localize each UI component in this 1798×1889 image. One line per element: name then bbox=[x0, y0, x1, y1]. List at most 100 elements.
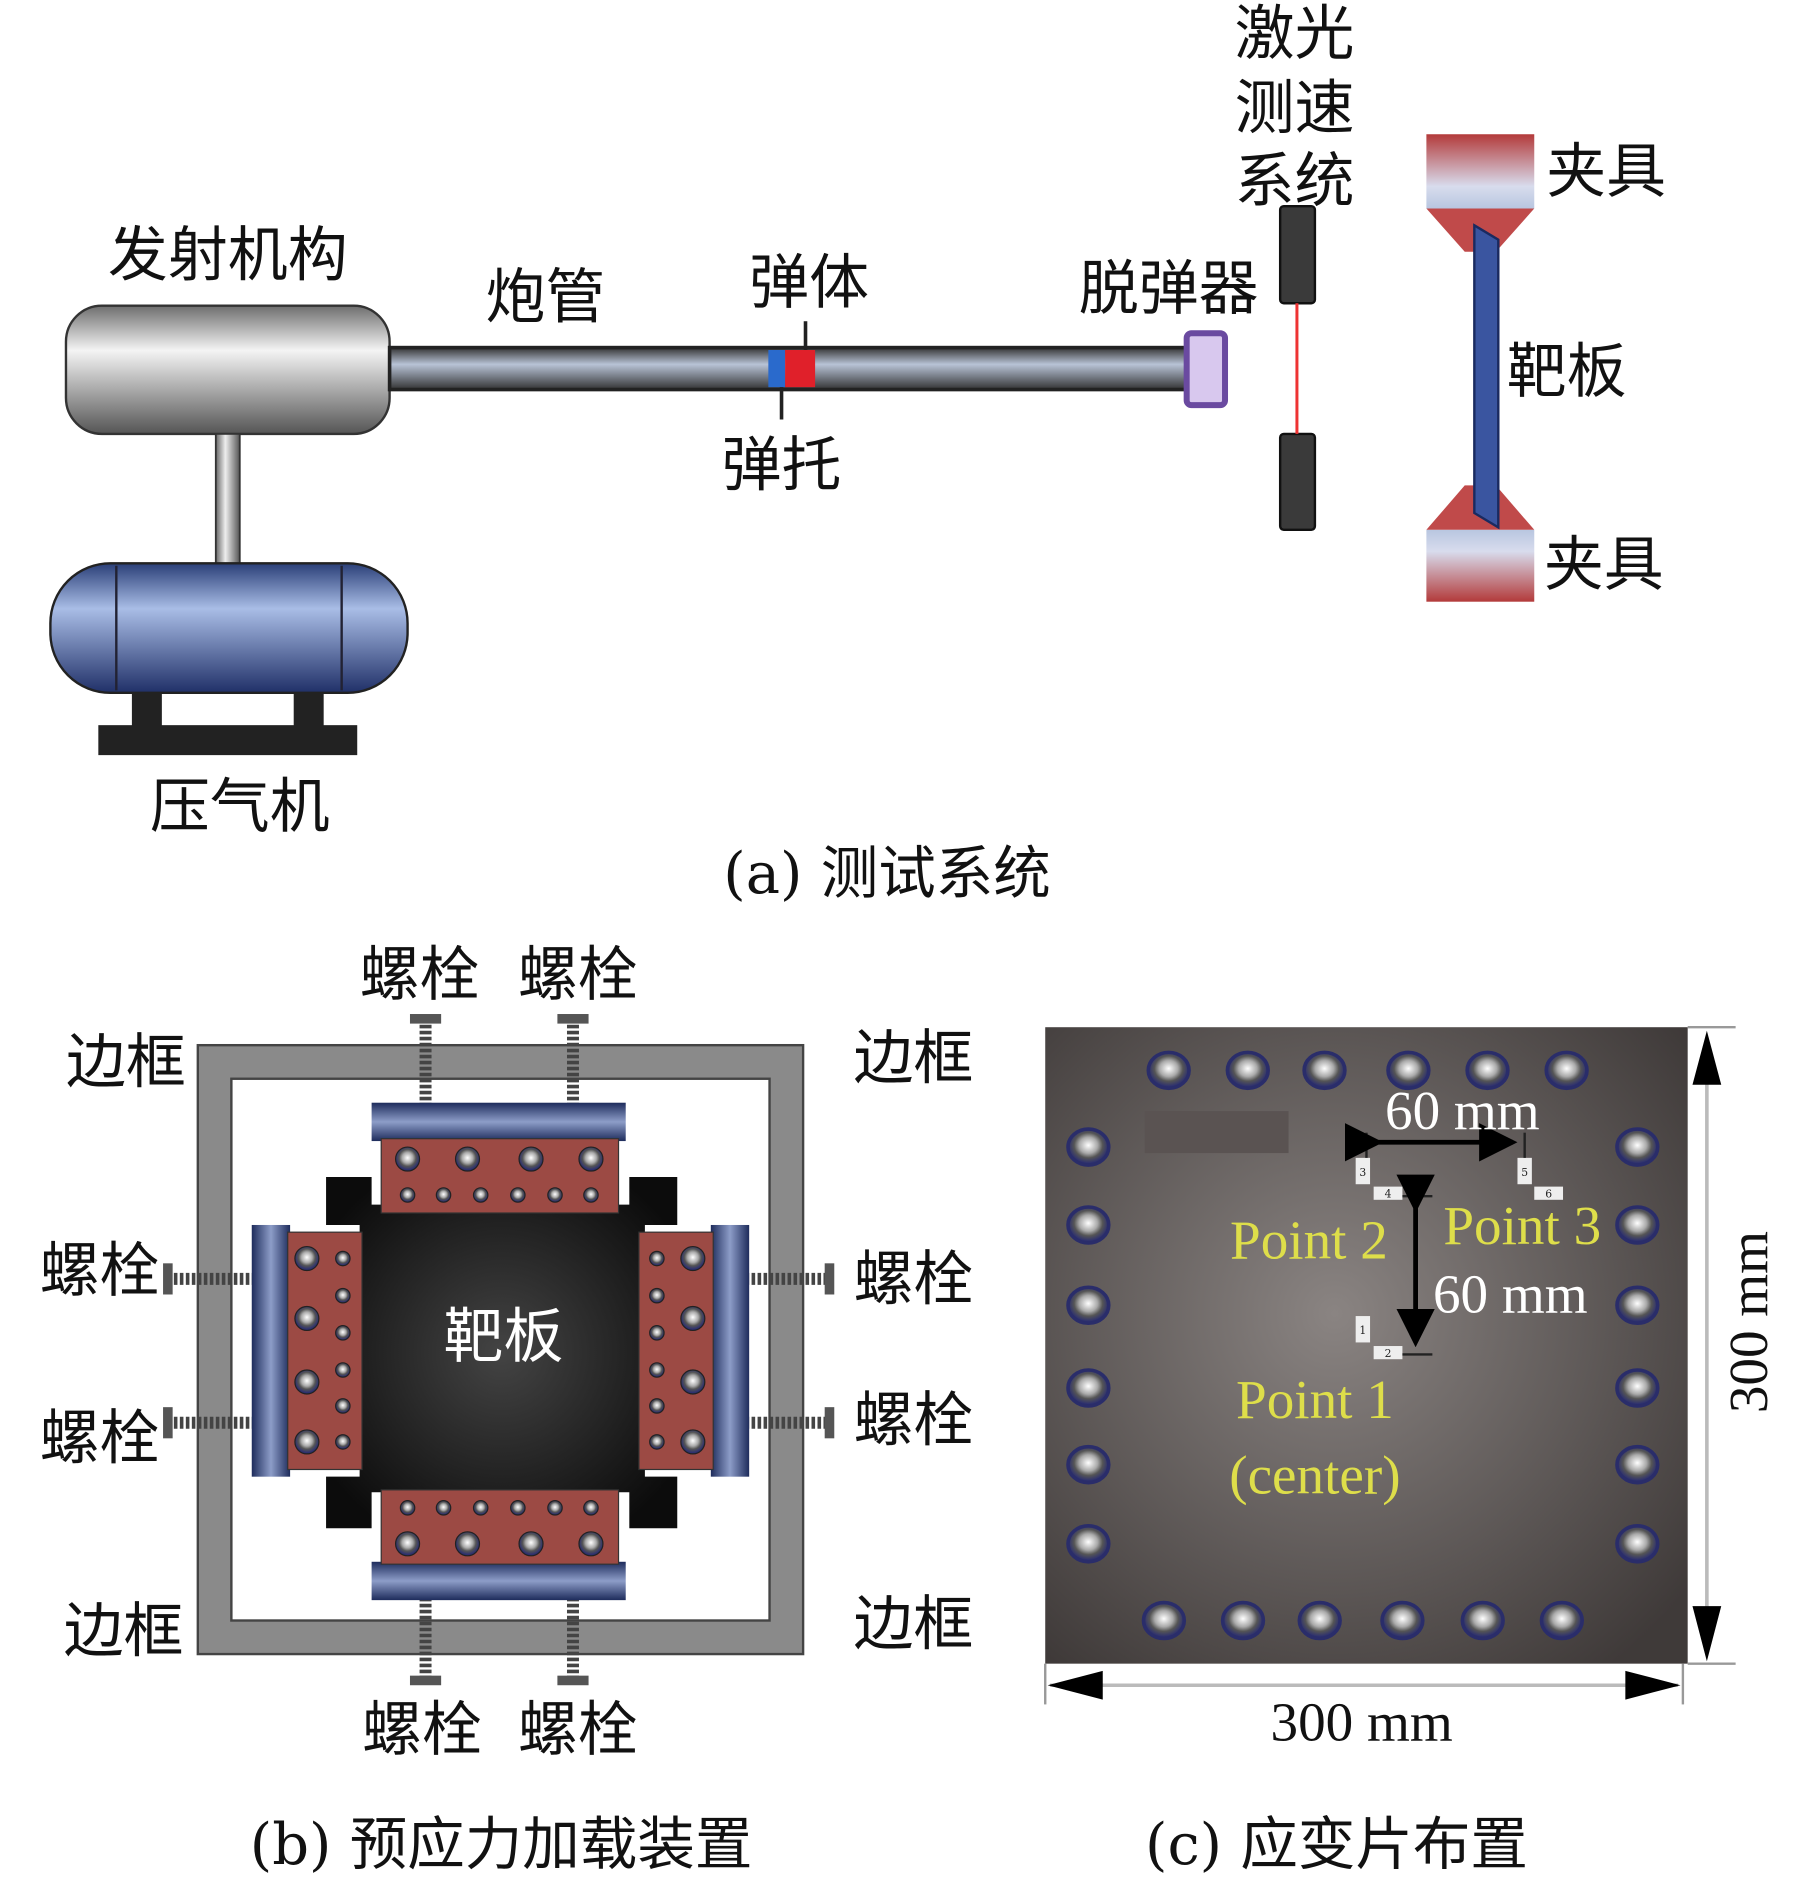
compressor-label: 压气机 bbox=[150, 772, 330, 842]
bolt-icon bbox=[649, 1287, 665, 1304]
caption-c: (c) 应变片布置 bbox=[1145, 1811, 1528, 1878]
bolt-icon bbox=[649, 1398, 665, 1414]
caption-a: (a) 测试系统 bbox=[723, 840, 1051, 907]
gauge-1-id: 1 bbox=[1359, 1324, 1366, 1337]
bolt-icon bbox=[583, 1187, 599, 1203]
bolt-icon bbox=[335, 1398, 351, 1414]
pad-bolts bbox=[294, 1146, 706, 1557]
bolt-icon bbox=[294, 1245, 320, 1272]
bolt-icon bbox=[518, 1146, 544, 1172]
gauge-1 bbox=[1355, 1316, 1371, 1343]
plate-bolt-icon bbox=[1615, 1285, 1660, 1326]
outer-frame bbox=[197, 1045, 804, 1655]
bolt-icon bbox=[547, 1500, 563, 1516]
compressor-foot-right bbox=[293, 692, 324, 727]
bolt-icon bbox=[649, 1325, 665, 1341]
point-2-label: Point 2 bbox=[1230, 1210, 1388, 1271]
bolt-icon bbox=[294, 1305, 320, 1332]
clamp-block-right bbox=[710, 1224, 750, 1477]
gauge-4-id: 4 bbox=[1385, 1187, 1392, 1200]
projectile-label: 弹体 bbox=[749, 248, 869, 318]
bolt-icon bbox=[335, 1325, 351, 1341]
bolt-label-bottom-1: 螺栓 bbox=[362, 1695, 482, 1765]
plate-bolt-icon bbox=[1066, 1368, 1111, 1408]
target-plate bbox=[1473, 223, 1500, 530]
gauge-3-id: 3 bbox=[1359, 1166, 1366, 1179]
plate-bolt-icon bbox=[1066, 1205, 1111, 1245]
clamp-block-left bbox=[251, 1224, 291, 1477]
bolt-rods bbox=[163, 1014, 835, 1686]
gauge-5 bbox=[1517, 1157, 1532, 1185]
bolt-label-top-1: 螺栓 bbox=[360, 940, 480, 1010]
strain-gauges: 3 4 5 6 1 2 bbox=[1355, 1157, 1564, 1360]
point-1-label: Point 1 bbox=[1236, 1369, 1394, 1430]
plate-bolt-icon bbox=[1225, 1050, 1270, 1091]
bolt-label-left-2: 螺栓 bbox=[40, 1404, 160, 1474]
plate-bolt-icon bbox=[1465, 1050, 1510, 1091]
sabot bbox=[768, 349, 786, 388]
gauge-3 bbox=[1355, 1157, 1371, 1185]
clamp-bottom-label: 夹具 bbox=[1544, 530, 1664, 600]
bolt-icon bbox=[680, 1305, 706, 1332]
bolt-icon bbox=[510, 1187, 526, 1203]
launcher bbox=[64, 304, 391, 436]
plate-bolt-icon bbox=[1615, 1127, 1660, 1167]
bolt-head bbox=[163, 1407, 173, 1439]
bolt-icon bbox=[510, 1500, 526, 1516]
arrowhead-up bbox=[1692, 1030, 1722, 1085]
bolt-icon bbox=[578, 1531, 604, 1557]
point-1-center-label: (center) bbox=[1229, 1444, 1400, 1505]
frame-label-bottom-left: 边框 bbox=[64, 1597, 184, 1667]
gauge-4 bbox=[1373, 1186, 1403, 1200]
bolt-icon bbox=[294, 1429, 320, 1455]
panel-c-strain-gauge-layout: 3 4 5 6 1 2 60 mm 60 mm Point 2 Point 3 … bbox=[1044, 1026, 1779, 1878]
arrowhead-left bbox=[1047, 1670, 1103, 1700]
dim-horizontal-60-label: 60 mm bbox=[1385, 1080, 1540, 1141]
laser-receiver bbox=[1278, 432, 1317, 531]
bolt-label-right-2: 螺栓 bbox=[853, 1386, 973, 1456]
panel-b-prestress-device: 靶板 边框 边框 边框 边框 螺栓 螺栓 螺栓 螺栓 螺栓 螺栓 螺栓 螺栓 (… bbox=[40, 940, 974, 1878]
plate-bolt-icon bbox=[1066, 1285, 1111, 1326]
frame-label-bottom-right: 边框 bbox=[853, 1589, 973, 1659]
bolt-label-right-1: 螺栓 bbox=[853, 1244, 973, 1314]
plate-bolt-icon bbox=[1302, 1050, 1347, 1091]
bolt-label-bottom-2: 螺栓 bbox=[518, 1695, 638, 1765]
gauge-5-id: 5 bbox=[1521, 1166, 1528, 1179]
air-pipe bbox=[214, 432, 241, 565]
bolt-icon bbox=[399, 1500, 416, 1516]
clamp-block-bottom bbox=[371, 1561, 626, 1601]
bolt-icon bbox=[578, 1146, 604, 1172]
compressor-tank bbox=[49, 562, 409, 694]
dim-vertical-60-label: 60 mm bbox=[1433, 1263, 1588, 1324]
sabot-label: 弹托 bbox=[722, 430, 842, 500]
clamp-top-label: 夹具 bbox=[1546, 137, 1666, 207]
target-core bbox=[326, 1177, 678, 1529]
frame-label-top-left: 边框 bbox=[66, 1027, 186, 1097]
dim-width-label: 300 mm bbox=[1271, 1691, 1453, 1752]
plate-bolt-icon bbox=[1615, 1205, 1660, 1245]
bolt-head bbox=[409, 1675, 442, 1686]
bolt-icon bbox=[472, 1187, 489, 1203]
inner-frame-edge bbox=[230, 1077, 771, 1622]
bolt-icon bbox=[399, 1187, 416, 1203]
bolt-icon bbox=[680, 1429, 706, 1455]
plate-bolt-icon bbox=[1539, 1600, 1585, 1641]
bolt-icon bbox=[649, 1362, 665, 1378]
target-label: 靶板 bbox=[1507, 337, 1627, 407]
caption-b: (b) 预应力加载装置 bbox=[250, 1811, 753, 1878]
plate-bolt-icon bbox=[1297, 1600, 1342, 1641]
bolt-label-top-2: 螺栓 bbox=[518, 940, 638, 1010]
plate-bolt-icon bbox=[1380, 1600, 1425, 1641]
bolt-icon bbox=[649, 1434, 665, 1450]
bolt-icon bbox=[335, 1287, 351, 1304]
bolt-icon bbox=[454, 1146, 481, 1172]
bolt-icon bbox=[335, 1434, 351, 1450]
bolt-icon bbox=[435, 1500, 452, 1516]
clamp-pad-right bbox=[638, 1231, 714, 1471]
target-plate-label: 靶板 bbox=[444, 1302, 564, 1372]
launcher-label: 发射机构 bbox=[108, 221, 348, 291]
bolt-icon bbox=[394, 1531, 421, 1557]
bolt-icon bbox=[435, 1187, 452, 1203]
bolt-head bbox=[824, 1263, 835, 1295]
